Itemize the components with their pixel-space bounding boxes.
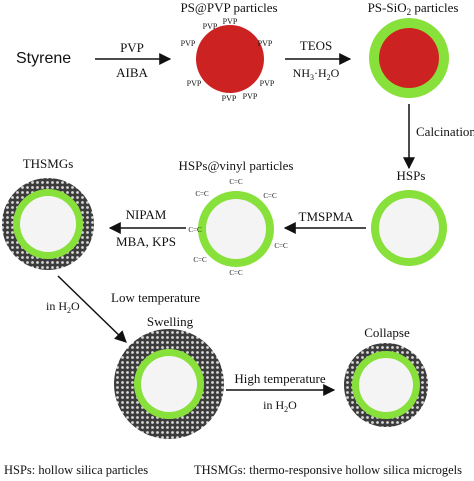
pvp-tag: PVP [258, 39, 273, 48]
ps-sio2-title: PS-SiO2 particles [368, 0, 459, 17]
arrow-to-swelling [57, 275, 127, 343]
step1-reagent-top: PVP [120, 40, 144, 55]
pvp-tag: PVP [203, 22, 218, 31]
hsps-vinyl-title: HSPs@vinyl particles [179, 158, 294, 173]
step7-temperature: High temperature [234, 371, 326, 386]
thsmgs-hollow [20, 196, 76, 252]
step1-reagent-bottom: AIBA [116, 65, 148, 80]
step2-reagent-bottom: NH3·H2O [293, 66, 340, 82]
vinyl-tag: C=C [195, 190, 209, 198]
hsps-title: HSPs [397, 168, 426, 183]
ps-sio2-core [379, 28, 439, 88]
vinyl-tag: C=C [193, 256, 207, 264]
vinyl-tag: C=C [274, 242, 288, 250]
pvp-tag: PVP [223, 17, 238, 26]
step2-reagent-top: TEOS [300, 38, 333, 53]
step5-reagent-top: NIPAM [126, 207, 167, 222]
step6-medium: in H2O [46, 299, 80, 315]
hsps-hollow [379, 198, 439, 258]
step4-label: TMSPMA [299, 209, 355, 224]
vinyl-tag: C=C [229, 178, 243, 186]
vinyl-tag: C=C [229, 269, 243, 277]
pvp-tag: PVP [181, 39, 196, 48]
vinyl-tag: C=C [188, 226, 202, 234]
swelling-title: Swelling [147, 314, 194, 329]
legend-hsps: HSPs: hollow silica particles [4, 463, 148, 477]
step3-label: Calcination [416, 124, 474, 139]
thsmgs-title: THSMGs [23, 156, 74, 171]
vinyl-tag: C=C [263, 192, 277, 200]
ps-pvp-title: PS@PVP particles [180, 0, 277, 15]
hsps-vinyl-hollow [206, 199, 266, 259]
legend-thsmgs: THSMGs: thermo-responsive hollow silica … [194, 463, 462, 477]
collapse-hollow [359, 358, 413, 412]
pvp-tag: PVP [222, 94, 237, 103]
styrene-label: Styrene [16, 50, 71, 67]
collapse-title: Collapse [364, 325, 410, 340]
step7-medium: in H2O [263, 398, 297, 414]
step6-temperature: Low temperature [111, 290, 200, 305]
ps-pvp-particle [196, 25, 264, 93]
step5-reagent-bottom: MBA, KPS [116, 234, 176, 249]
pvp-tag: PVP [243, 92, 258, 101]
pvp-tag: PVP [187, 79, 202, 88]
pvp-tag: PVP [260, 79, 275, 88]
swelling-hollow [141, 356, 197, 412]
